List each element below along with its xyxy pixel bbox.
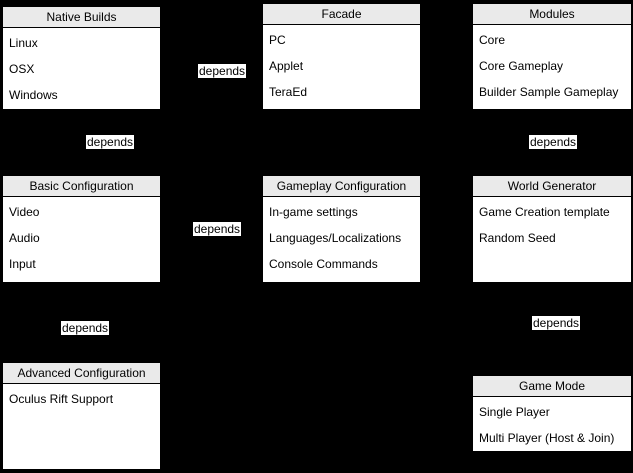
package-item-list: In-game settings Languages/Localizations… <box>263 197 420 277</box>
package-title: Advanced Configuration <box>3 363 160 384</box>
package-box-world-generator: World Generator Game Creation template R… <box>472 175 632 283</box>
package-title: World Generator <box>473 176 631 197</box>
package-title: Native Builds <box>3 7 160 28</box>
package-item-list: Core Core Gameplay Builder Sample Gamepl… <box>473 25 631 105</box>
package-box-gameplay-configuration: Gameplay Configuration In-game settings … <box>262 175 421 283</box>
package-item-audio: Audio <box>9 231 40 245</box>
depends-label: depends <box>198 64 247 78</box>
package-item-linux: Linux <box>9 36 38 50</box>
package-box-game-mode: Game Mode Single Player Multi Player (Ho… <box>472 375 632 452</box>
package-item-list: Single Player Multi Player (Host & Join) <box>473 397 631 451</box>
package-box-native-builds: Native Builds Linux OSX Windows <box>2 6 161 110</box>
package-item-core: Core <box>479 33 506 47</box>
depends-label: depends <box>529 135 578 149</box>
package-item-pc: PC <box>269 33 286 47</box>
package-box-advanced-configuration: Advanced Configuration Oculus Rift Suppo… <box>2 362 161 470</box>
package-item-teraed: TeraEd <box>269 85 308 99</box>
package-item-in-game-settings: In-game settings <box>269 205 358 219</box>
package-item-game-creation-template: Game Creation template <box>479 205 610 219</box>
package-item-multi-player-host-join: Multi Player (Host & Join) <box>479 431 615 445</box>
package-item-builder-sample-gameplay: Builder Sample Gameplay <box>479 85 619 99</box>
package-item-core-gameplay: Core Gameplay <box>479 59 564 73</box>
depends-label: depends <box>61 321 110 335</box>
package-item-single-player: Single Player <box>479 405 550 419</box>
package-item-languages-localizations: Languages/Localizations <box>269 231 402 245</box>
package-item-list: Oculus Rift Support <box>3 384 160 412</box>
package-item-video: Video <box>9 205 40 219</box>
package-title: Game Mode <box>473 376 631 397</box>
package-item-windows: Windows <box>9 88 58 102</box>
package-item-input: Input <box>9 257 36 271</box>
package-item-list: Linux OSX Windows <box>3 28 160 108</box>
package-item-list: Game Creation template Random Seed <box>473 197 631 251</box>
package-title: Basic Configuration <box>3 176 160 197</box>
package-item-console-commands: Console Commands <box>269 257 378 271</box>
package-item-list: PC Applet TeraEd <box>263 25 420 105</box>
package-item-applet: Applet <box>269 59 304 73</box>
package-item-random-seed: Random Seed <box>479 231 556 245</box>
depends-label: depends <box>193 222 242 236</box>
package-item-osx: OSX <box>9 62 35 76</box>
package-title: Gameplay Configuration <box>263 176 420 197</box>
package-box-facade: Facade PC Applet TeraEd <box>262 3 421 110</box>
package-box-basic-configuration: Basic Configuration Video Audio Input <box>2 175 161 283</box>
depends-label: depends <box>532 316 581 330</box>
depends-label: depends <box>86 135 135 149</box>
package-title: Modules <box>473 4 631 25</box>
package-title: Facade <box>263 4 420 25</box>
package-item-list: Video Audio Input <box>3 197 160 277</box>
package-item-oculus-rift-support: Oculus Rift Support <box>9 392 114 406</box>
package-box-modules: Modules Core Core Gameplay Builder Sampl… <box>472 3 632 110</box>
